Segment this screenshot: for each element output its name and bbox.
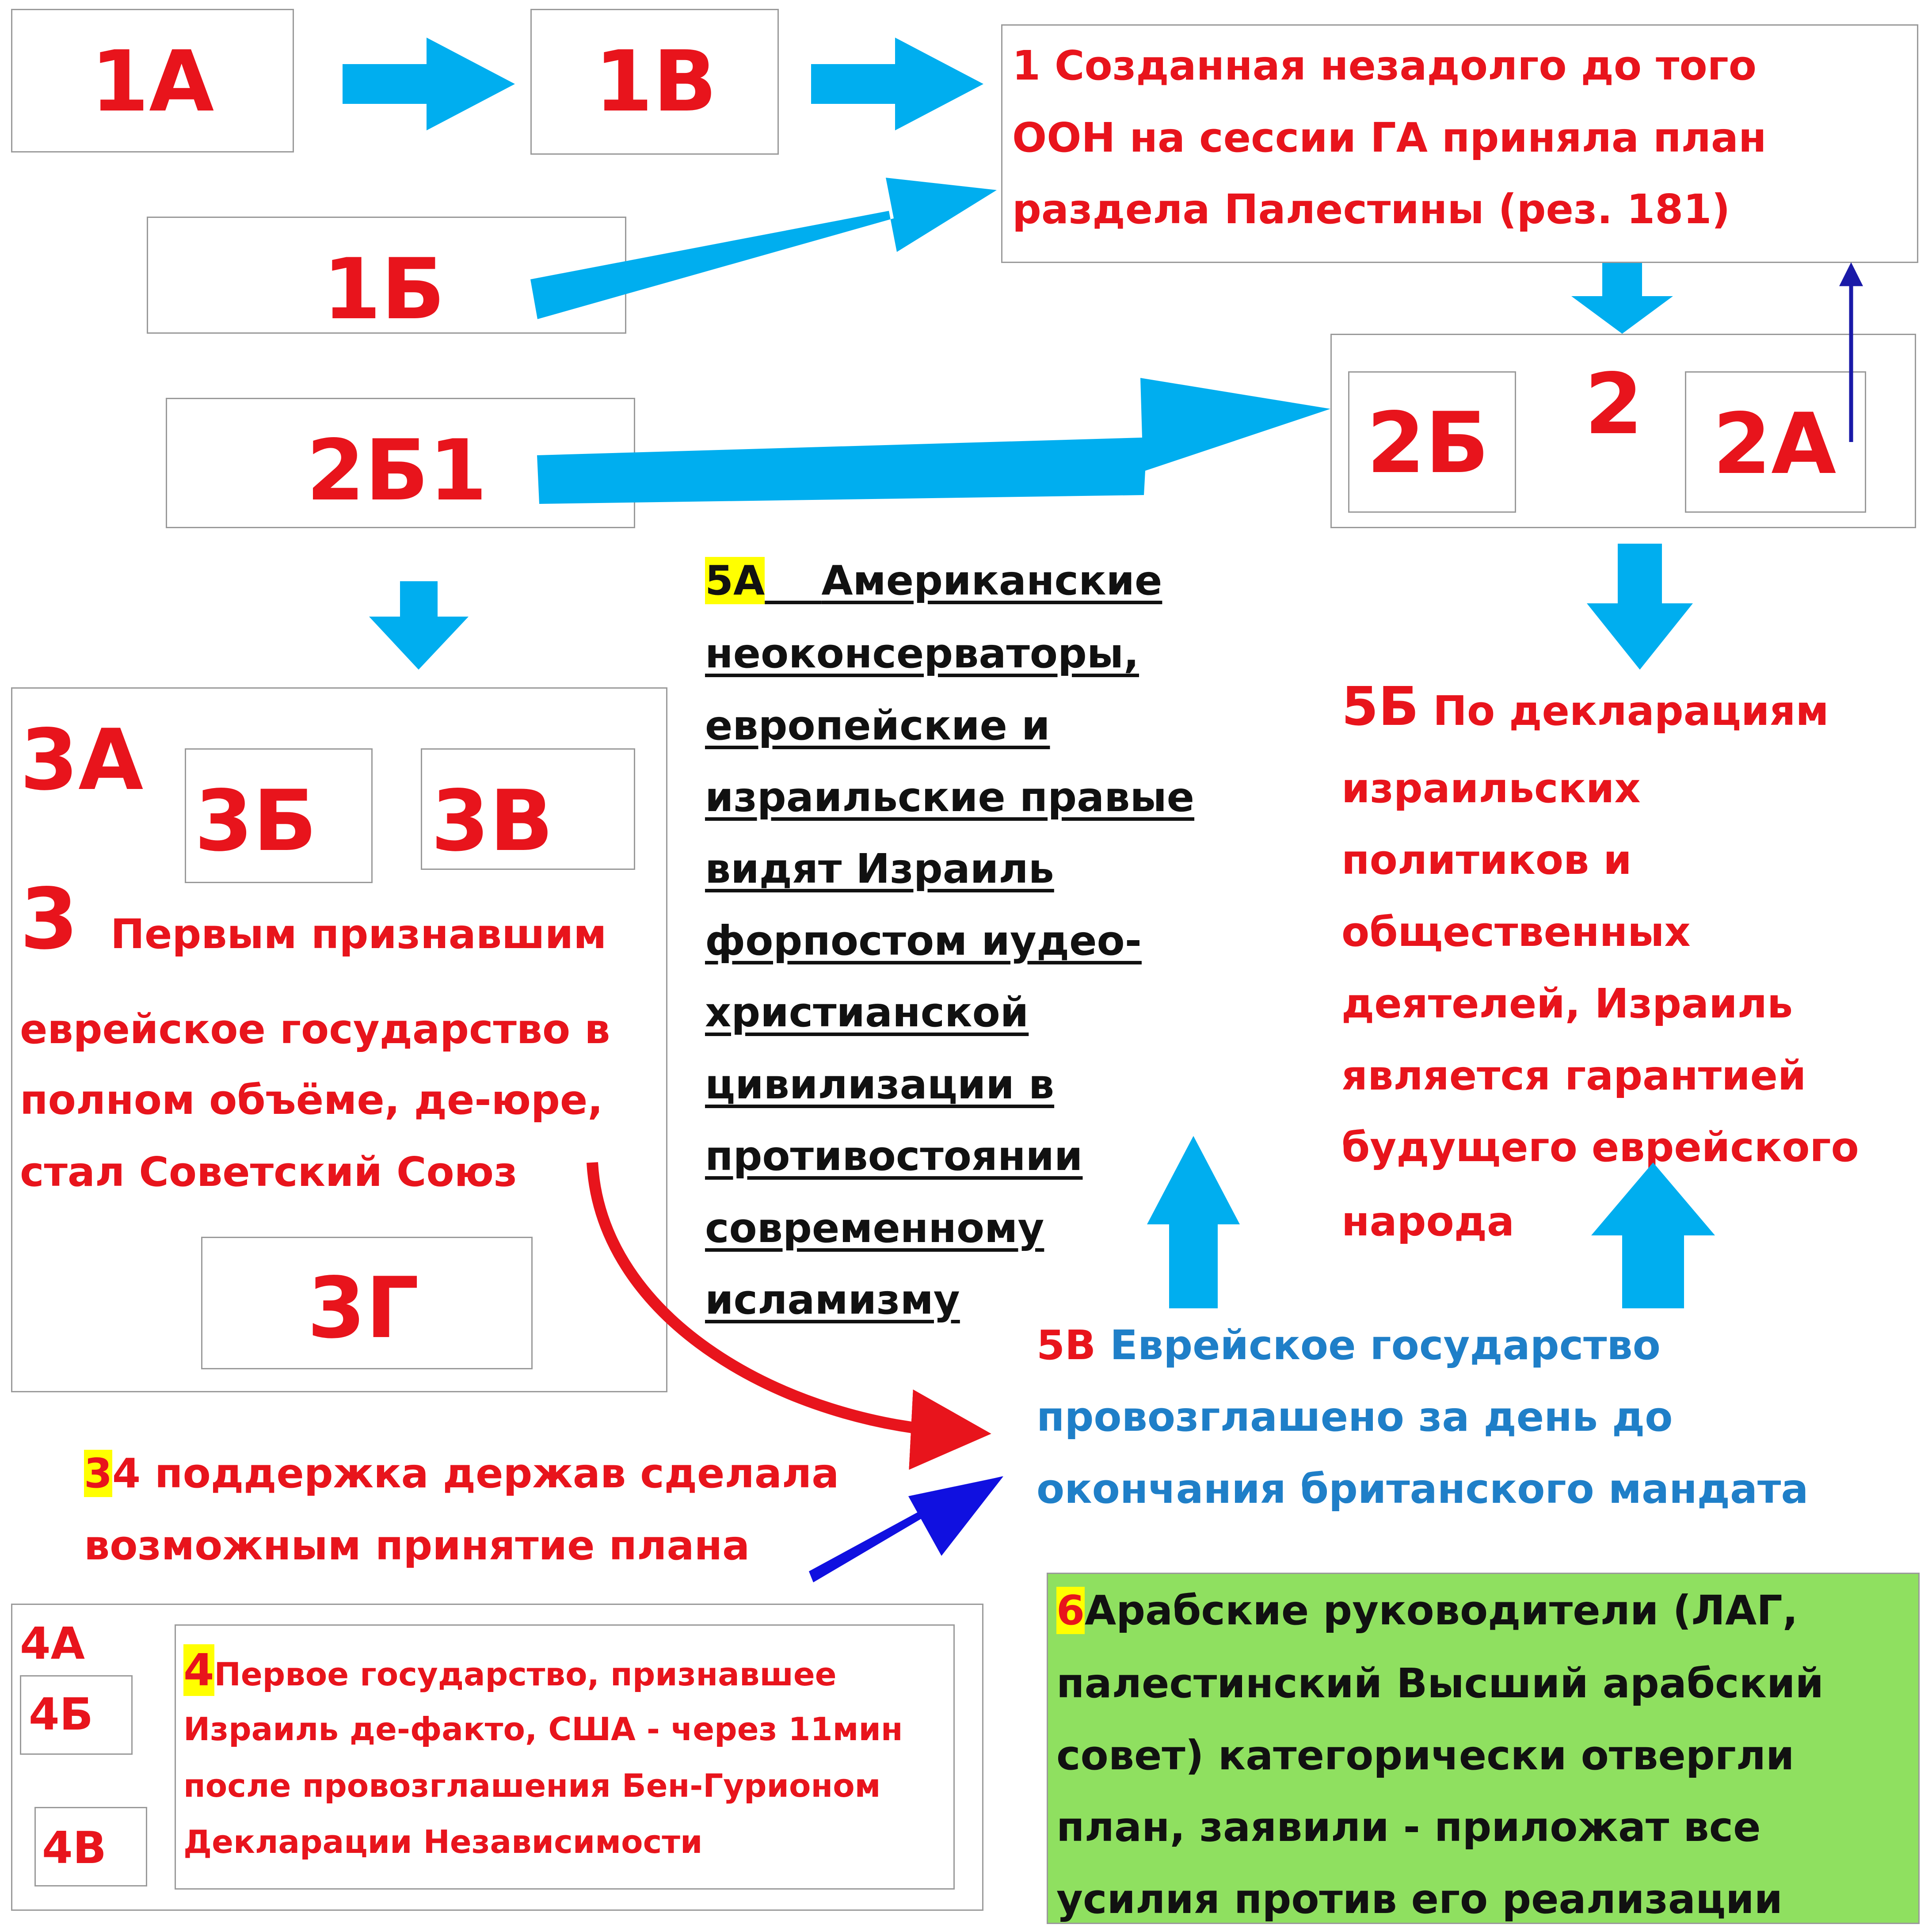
box-3b [185, 748, 373, 883]
label-1b: 1Б [323, 240, 446, 338]
text-5a-line-10: современному [705, 1204, 1044, 1252]
box-3-line-1: Первым признавшим [111, 911, 607, 958]
text-5v-line-1: 5В Еврейское государство [1036, 1322, 1661, 1369]
box-6-line-1: 6Арабские руководители (ЛАГ, [1056, 1587, 1798, 1634]
box-6-line-3: совет) категорически отвергли [1056, 1732, 1795, 1779]
box-4-line-1: 4Первое государство, признавшее [183, 1644, 837, 1696]
box-1-line-3: раздела Палестины (рез. 181) [1012, 186, 1730, 233]
box-4-head: Первое государство, признавшее [214, 1656, 837, 1693]
arrow-3-to-5v [587, 1162, 991, 1470]
text-5b-line-8: народа [1341, 1198, 1515, 1245]
arrow-1-to-2 [1571, 263, 1673, 334]
text-5b-line-3: политиков и [1341, 836, 1632, 884]
box-6-head: Арабские руководители (ЛАГ, [1085, 1587, 1798, 1634]
box-3g [201, 1237, 533, 1369]
label-3b: 3Б [194, 772, 317, 870]
box-3v [421, 748, 635, 870]
text-5a-line-5: видят Израиль [705, 845, 1054, 892]
label-4v: 4В [42, 1822, 107, 1874]
arrow-5v-to-5a [1147, 1136, 1240, 1308]
box-6-line-2: палестинский Высший арабский [1056, 1660, 1824, 1707]
tag-5v: 5В [1036, 1322, 1096, 1369]
box-1-line-2: ООН на сессии ГА приняла план [1012, 114, 1767, 161]
box-6-line-5: усилия против его реализации [1056, 1875, 1783, 1923]
label-1v: 1В [594, 33, 717, 130]
text-5a-head: Американские [821, 557, 1162, 604]
box-1v [530, 9, 779, 155]
text-34-line-2: возможным принятие плана [84, 1522, 750, 1569]
label-2b: 2Б [1367, 394, 1490, 492]
label-4b: 4Б [29, 1688, 93, 1740]
tag-5a: 5А [705, 557, 765, 604]
box-2b [1348, 371, 1516, 513]
text-5a-line-2: неоконсерваторы, [705, 630, 1139, 677]
text-5a-line-3: европейские и [705, 702, 1050, 749]
text-5a-line-8: цивилизации в [705, 1061, 1055, 1108]
text-5a-line-9: противостоянии [705, 1132, 1083, 1180]
box-3-line-2: еврейское государство в [20, 1006, 610, 1053]
label-3g: 3Г [307, 1259, 419, 1357]
text-5b-line-7: будущего еврейского [1341, 1124, 1859, 1171]
text-5a-line-7: христианской [705, 989, 1029, 1036]
label-4a: 4А [20, 1618, 85, 1669]
arrow-1v-to-1 [811, 38, 983, 130]
text-5a-line-11: исламизму [705, 1276, 960, 1323]
box-4b [20, 1675, 133, 1755]
box-3-line-3: полном объёме, де-юре, [20, 1076, 603, 1124]
box-1-un-plan [1001, 24, 1918, 263]
box-2a [1685, 371, 1866, 513]
text-5b-head: По декларациям [1433, 687, 1829, 735]
arrow-1a-to-1v [343, 38, 515, 130]
text-5v-line-3: окончания британского мандата [1036, 1465, 1809, 1513]
text-5b-line-6: является гарантией [1341, 1052, 1806, 1099]
arrow-1b-to-1 [530, 178, 997, 319]
arrow-5v-to-5b [1591, 1162, 1715, 1308]
text-5b-line-4: общественных [1341, 908, 1691, 956]
tag-6: 6 [1056, 1587, 1085, 1634]
label-3v: 3В [431, 772, 554, 870]
label-2: 2 [1585, 355, 1643, 453]
box-4-line-4: Декларации Независимости [183, 1823, 703, 1860]
box-4-line-2: Израиль де-факто, США - через 11мин [183, 1711, 903, 1748]
text-34-head: 4 поддержка держав сделала [112, 1450, 839, 1497]
label-1a: 1А [91, 33, 214, 130]
box-3-line-4: стал Советский Союз [20, 1148, 518, 1196]
text-5b-line-1: 5Б По декларациям [1341, 676, 1829, 738]
tag-4: 4 [183, 1644, 214, 1696]
box-1a [11, 9, 294, 152]
box-6-line-4: план, заявили - приложат все [1056, 1803, 1761, 1851]
text-5a-line-6: форпостом иудео- [705, 917, 1142, 964]
arrow-2b1-to-3 [369, 581, 469, 670]
text-34-line-1: 34 поддержка держав сделала [84, 1450, 839, 1497]
arrow-2b1-to-2 [537, 378, 1330, 504]
arrow-2-to-5b [1587, 544, 1693, 670]
box-4-text [175, 1624, 955, 1890]
text-5a-line-4: израильские правые [705, 774, 1195, 821]
text-5b-line-5: деятелей, Израиль [1341, 980, 1793, 1027]
box-1-line-1: 1 Созданная незадолго до того [1012, 42, 1757, 89]
text-5a-line-1: 5А Американские [705, 557, 1162, 604]
box-4-line-3: после провозглашения Бен-Гурионом [183, 1767, 881, 1804]
arrow-34-to-5v-head [908, 1476, 1003, 1556]
label-2a: 2А [1713, 395, 1837, 493]
label-3: 3 [20, 870, 79, 968]
label-3a: 3А [20, 711, 144, 809]
text-5v-head: Еврейское государство [1110, 1322, 1661, 1369]
text-5v-line-2: провозглашено за день до [1036, 1393, 1673, 1440]
tag-3: 3 [84, 1450, 113, 1497]
box-6 [1047, 1573, 1920, 1924]
label-2b1: 2Б1 [306, 422, 488, 519]
box-4v [34, 1807, 147, 1886]
text-5b-line-2: израильских [1341, 765, 1641, 812]
tag-5b: 5Б [1341, 676, 1419, 738]
